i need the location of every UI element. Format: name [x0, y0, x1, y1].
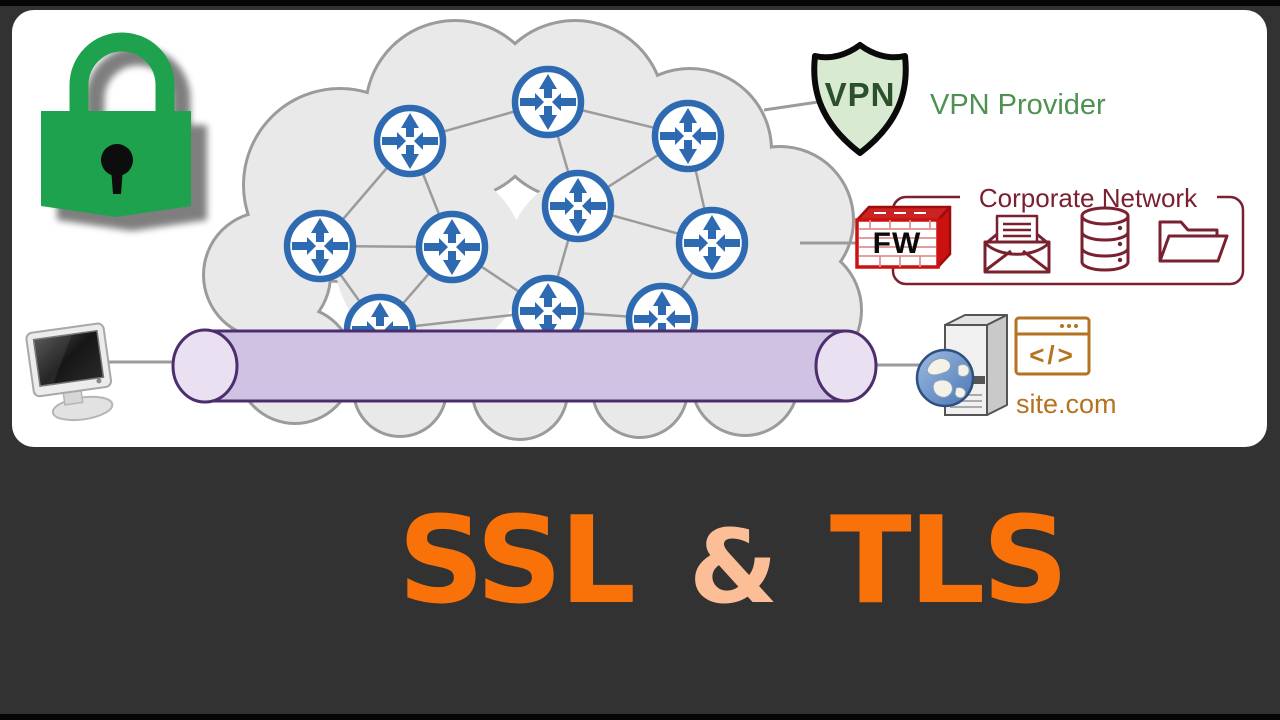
title-ampersand: &: [688, 508, 778, 627]
encrypted-tunnel: [171, 328, 878, 404]
video-title: SSL & TLS: [398, 492, 1069, 631]
tunnel-end-left: [171, 328, 239, 404]
folder-icon: [1158, 220, 1229, 263]
email-icon: [983, 214, 1051, 274]
vpn-shield-label: VPN: [824, 76, 896, 113]
network-diagram-panel: VPN VPN Provider Corporate Network FW </…: [12, 10, 1267, 447]
title-ssl: SSL: [398, 492, 636, 631]
site-domain-label: site.com: [1016, 389, 1117, 419]
padlock-keyhole: [101, 144, 133, 194]
router-icon: [419, 214, 485, 280]
database-icon: [1080, 206, 1130, 272]
padlock-icon: [41, 32, 207, 231]
router-icon: [655, 103, 721, 169]
web-server-icon: [915, 314, 1008, 416]
letterbox-bottom: [0, 714, 1280, 720]
firewall-icon: [855, 205, 952, 269]
code-icon: </>: [1029, 340, 1076, 370]
firewall-label: FW: [872, 227, 922, 260]
browser-window-icon: [1014, 316, 1091, 376]
vpn-link-line: [763, 100, 819, 112]
title-tls: TLS: [829, 492, 1069, 631]
router-icon: [545, 173, 611, 239]
network-diagram: [25, 19, 1245, 441]
router-icon: [679, 210, 745, 276]
letterbox-top: [0, 0, 1280, 6]
corporate-network-label: Corporate Network: [978, 183, 1198, 213]
padlock-shackle: [69, 32, 175, 112]
client-computer-icon: [25, 322, 114, 422]
vpn-provider-label: VPN Provider: [930, 89, 1106, 121]
vpn-shield-icon: [811, 42, 909, 156]
globe-icon: [915, 348, 975, 408]
tunnel-end-right: [814, 329, 878, 403]
router-icon: [515, 69, 581, 135]
